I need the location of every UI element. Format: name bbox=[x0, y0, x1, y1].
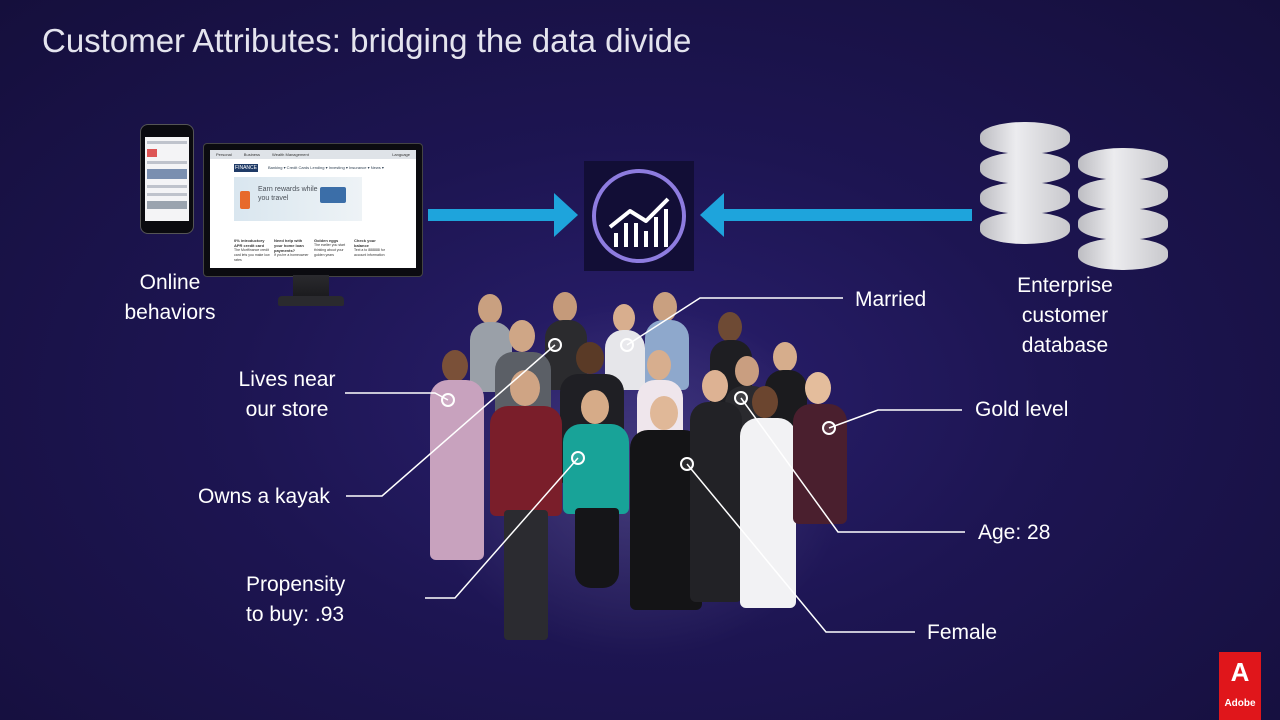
arrow-left-head-icon bbox=[700, 193, 724, 237]
attribute-label-propensity: Propensity to buy: .93 bbox=[246, 573, 346, 626]
attribute-marker-age bbox=[734, 391, 748, 405]
monitor-stand bbox=[293, 275, 329, 297]
website-banner: Earn rewards while you travel bbox=[234, 177, 362, 221]
attribute-marker-female bbox=[680, 457, 694, 471]
database-icon bbox=[1078, 148, 1170, 276]
attribute-label-owns-kayak: Owns a kayak bbox=[198, 485, 330, 508]
slide-title: Customer Attributes: bridging the data d… bbox=[42, 22, 692, 59]
adobe-analytics-icon bbox=[584, 161, 694, 271]
attribute-marker-lives-near bbox=[441, 393, 455, 407]
arrow-right-icon bbox=[428, 209, 556, 221]
attribute-marker-married bbox=[620, 338, 634, 352]
enterprise-database-label: Enterprise customer database bbox=[1017, 274, 1113, 357]
database-icon bbox=[980, 122, 1072, 250]
attribute-label-lives-near: Lives near our store bbox=[238, 368, 336, 421]
website-logo: FINANCE bbox=[234, 164, 258, 172]
adobe-a-icon: A bbox=[1230, 657, 1250, 687]
adobe-logo: A Adobe bbox=[1219, 652, 1261, 720]
attribute-label-age: Age: 28 bbox=[978, 521, 1051, 544]
attribute-marker-propensity bbox=[571, 451, 585, 465]
attribute-label-female: Female bbox=[927, 621, 998, 644]
attribute-marker-gold-level bbox=[822, 421, 836, 435]
arrow-left-icon bbox=[722, 209, 972, 221]
monitor-base bbox=[278, 296, 344, 306]
attribute-label-gold-level: Gold level bbox=[975, 398, 1069, 421]
website-column: Need help with your home loan payments?I… bbox=[274, 238, 309, 257]
website-nav: Banking ▾ Credit Cards Lending ▾ Investi… bbox=[268, 165, 384, 170]
adobe-wordmark: Adobe bbox=[1224, 698, 1256, 709]
online-behaviors-label: Online behaviors bbox=[124, 271, 216, 324]
attribute-marker-kayak bbox=[548, 338, 562, 352]
phone-screen bbox=[145, 137, 189, 221]
smartphone-image bbox=[140, 124, 194, 234]
attribute-label-married: Married bbox=[855, 288, 927, 311]
arrow-right-head-icon bbox=[554, 193, 578, 237]
